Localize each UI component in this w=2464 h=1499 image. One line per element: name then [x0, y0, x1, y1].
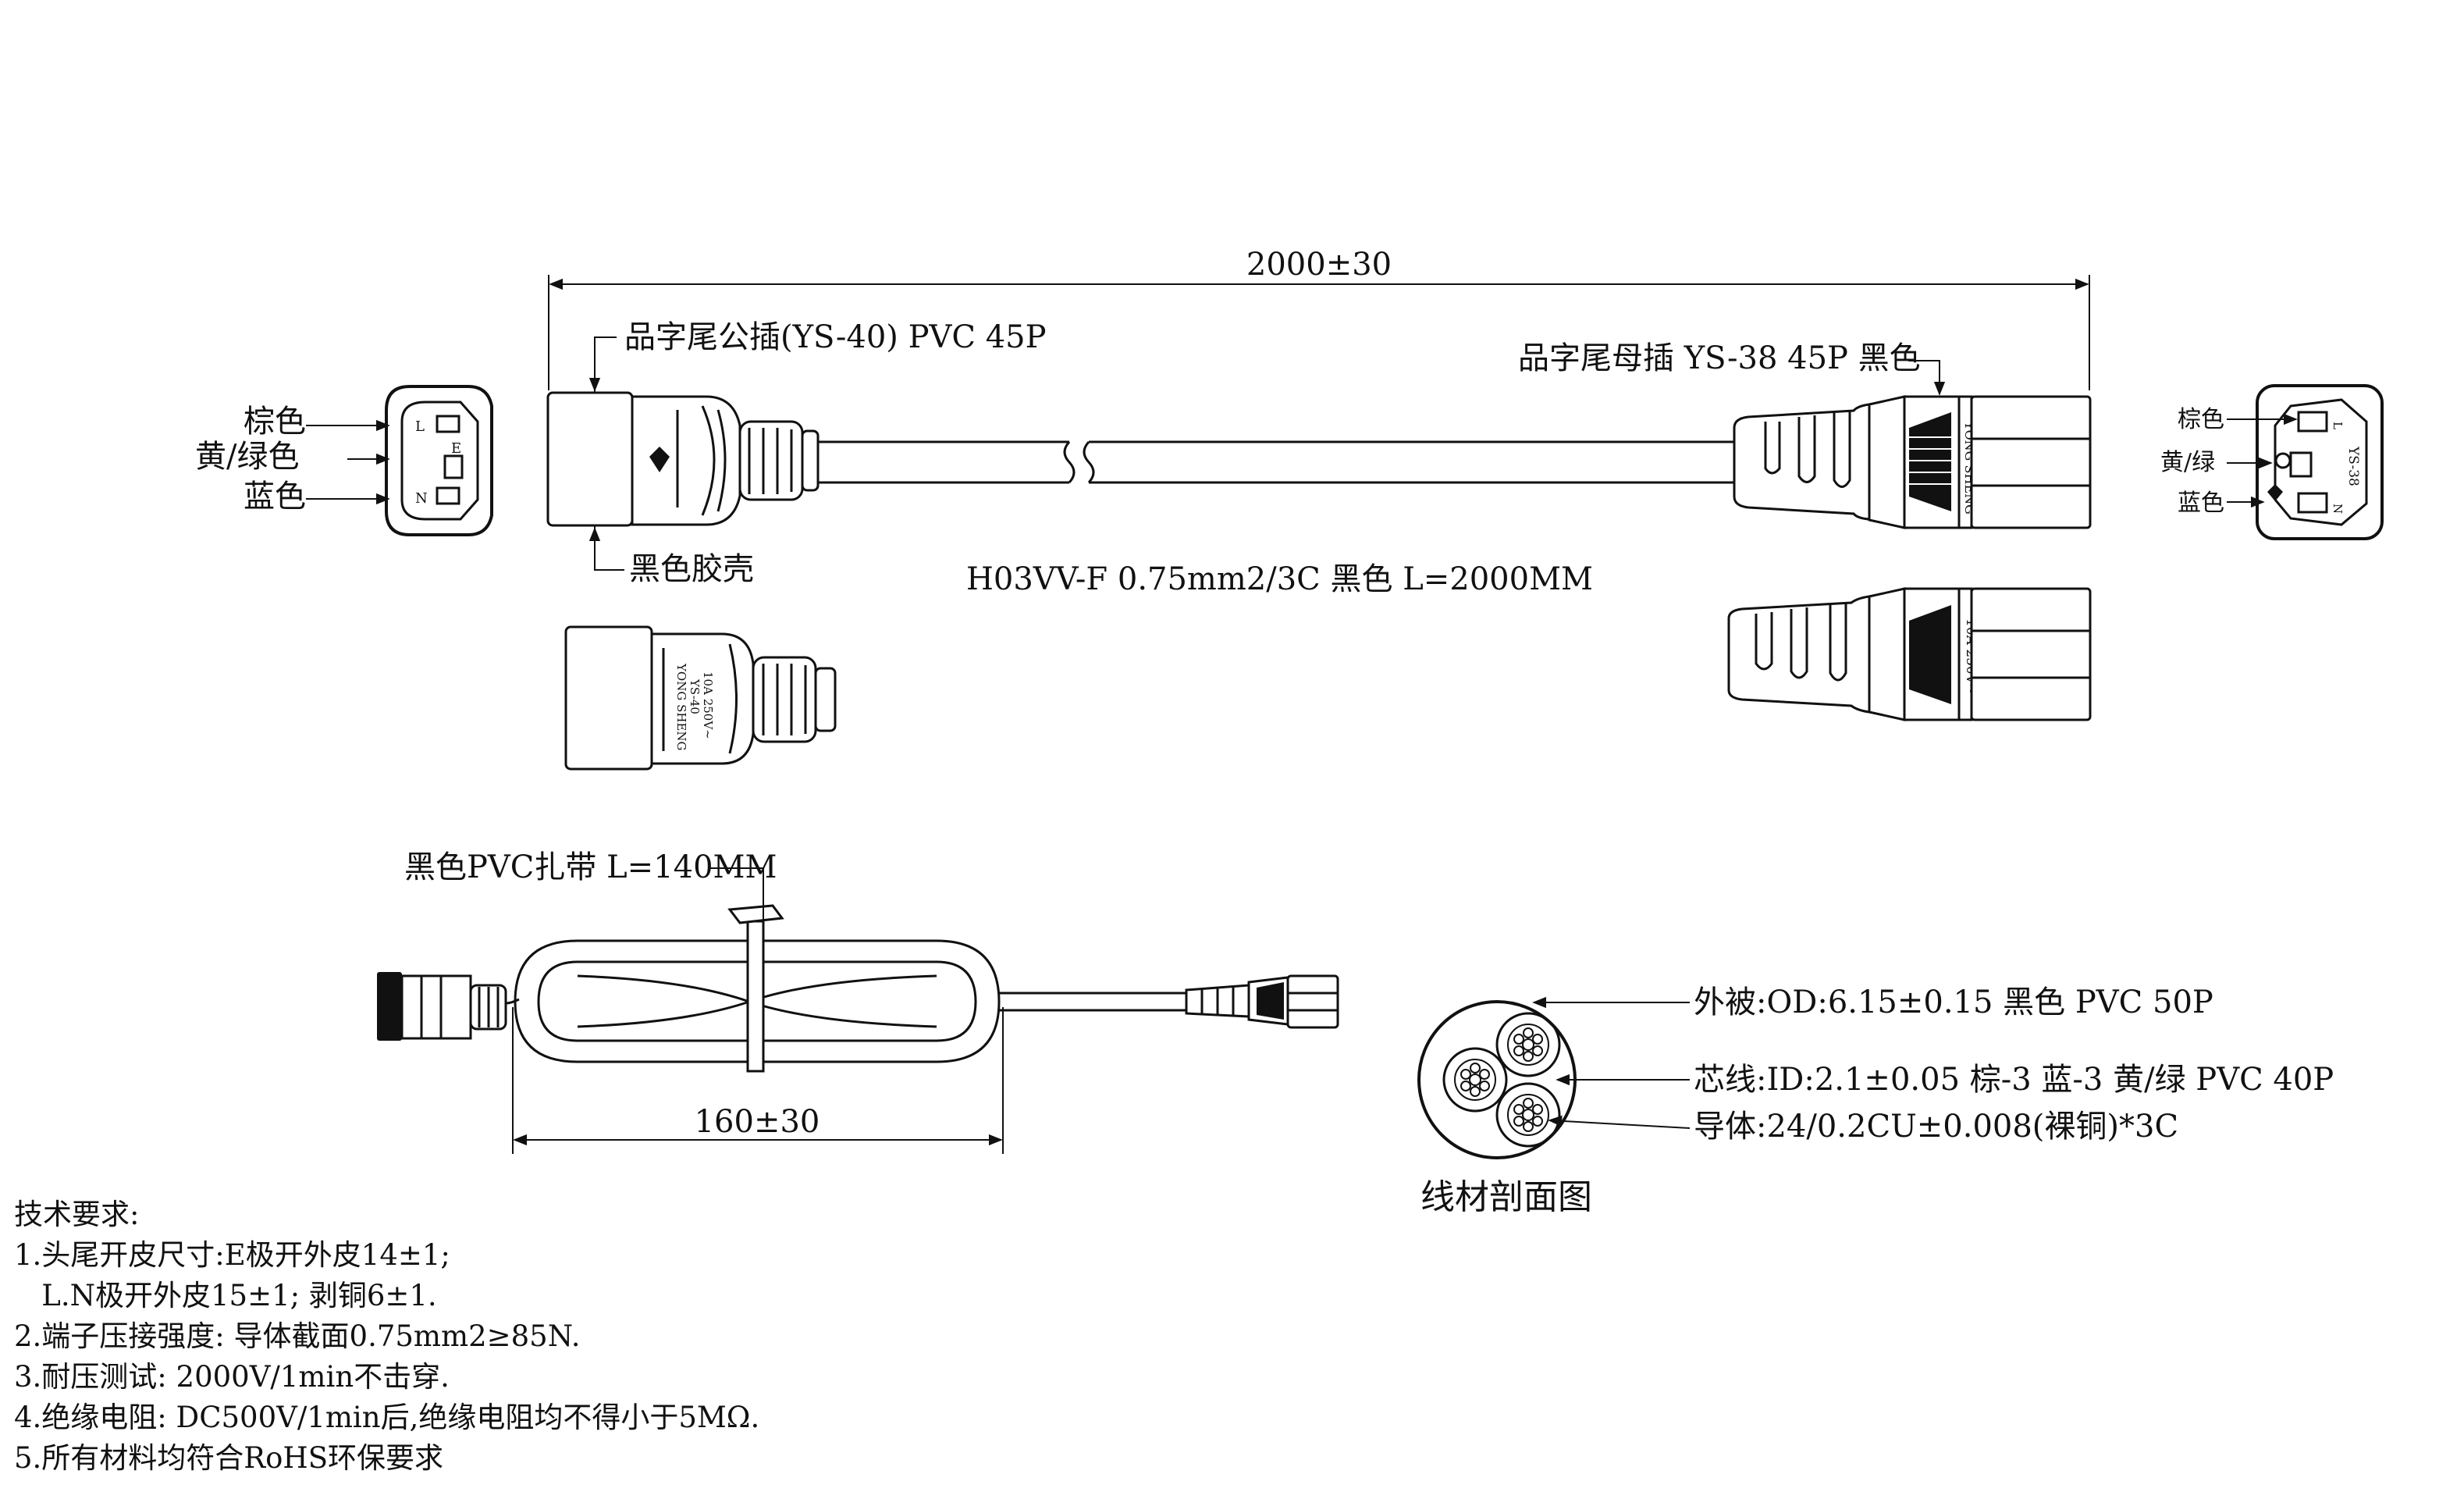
right-plug-alt-view: 10A 250V~: [1727, 587, 2092, 721]
overall-length-dimension: 2000±30: [548, 247, 2090, 390]
right-plug-side-view: YONG SHENG 品字尾母插 YS-38 45P 黑色: [1518, 340, 2092, 529]
right-wire-blue-label: 蓝色: [2178, 490, 2224, 517]
left-housing-label: 黑色胶壳: [629, 551, 754, 587]
right-pin-l-letter: L: [2331, 422, 2345, 429]
right-face-model-mark: YS-38: [2345, 446, 2361, 486]
bundle-length-label: 160±30: [695, 1104, 820, 1140]
left-pin-e-letter: E: [451, 440, 461, 457]
technical-requirements: 技术要求: 1.头尾开皮尺寸:E极开外皮14±1; L.N极开外皮15±1; 剥…: [14, 1195, 759, 1479]
left-alt-rating-mark: 10A 250V~: [701, 671, 715, 739]
left-plug-spec-label: 品字尾公插(YS-40) PVC 45P: [624, 319, 1047, 355]
left-pin-l-letter: L: [415, 418, 425, 435]
core-insulation-spec: 芯线:ID:2.1±0.05 棕-3 蓝-3 黄/绿 PVC 40P: [1694, 1062, 2334, 1098]
left-plug-alt-view: YONG SHENG YS-40 10A 250V~: [564, 625, 837, 771]
cable-cross-section: 外被:OD:6.15±0.15 黑色 PVC 50P 芯线:ID:2.1±0.0…: [1417, 984, 2334, 1217]
left-alt-model-mark: YS-40: [688, 678, 702, 714]
tech-req-item: 5.所有材料均符合RoHS环保要求: [14, 1441, 444, 1475]
left-wire-brown-label: 棕色: [244, 404, 306, 440]
tech-req-item: 3.耐压测试: 2000V/1min不击穿.: [14, 1360, 450, 1394]
left-pin-n-letter: N: [415, 490, 428, 507]
tech-req-item: L.N极开外皮15±1; 剥铜6±1.: [14, 1279, 437, 1312]
right-wire-brown-label: 棕色: [2178, 406, 2224, 433]
right-wire-yellow-green-label: 黄/绿: [2160, 449, 2215, 476]
right-pin-n-letter: N: [2331, 504, 2345, 514]
tech-req-item: 2.端子压接强度: 导体截面0.75mm2≥85N.: [14, 1319, 581, 1353]
left-wire-blue-label: 蓝色: [244, 479, 306, 515]
left-plug-face-view: L E N 棕色 黄/绿色 蓝色: [195, 385, 493, 536]
left-alt-brand-mark: YONG SHENG: [674, 663, 688, 751]
outer-jacket-spec: 外被:OD:6.15±0.15 黑色 PVC 50P: [1694, 984, 2213, 1020]
section-title: 线材剖面图: [1420, 1177, 1592, 1217]
tie-spec-label: 黑色PVC扎带 L=140MM: [404, 849, 777, 885]
left-wire-yellow-green-label: 黄/绿色: [195, 439, 299, 475]
tech-req-item: 1.头尾开皮尺寸:E极开外皮14±1;: [14, 1238, 450, 1272]
cable-spec-label: H03VV-F 0.75mm2/3C 黑色 L=2000MM: [966, 561, 1593, 597]
right-plug-spec-label: 品字尾母插 YS-38 45P 黑色: [1518, 340, 1921, 376]
overall-length-label: 2000±30: [1246, 247, 1392, 283]
left-plug-side-view: 品字尾公插(YS-40) PVC 45P 黑色胶壳: [546, 319, 1047, 587]
cable-line: H03VV-F 0.75mm2/3C 黑色 L=2000MM: [818, 440, 1734, 597]
tech-req-item: 4.绝缘电阻: DC500V/1min后,绝缘电阻均不得小于5MΩ.: [14, 1401, 760, 1434]
tech-req-title: 技术要求:: [14, 1198, 140, 1231]
coiled-bundle-view: 黑色PVC扎带 L=140MM 160±30: [377, 849, 1339, 1154]
right-plug-face-view: L N YS-38 棕色 黄/绿 蓝色: [2160, 384, 2384, 540]
conductor-spec: 导体:24/0.2CU±0.008(裸铜)*3C: [1694, 1109, 2178, 1145]
